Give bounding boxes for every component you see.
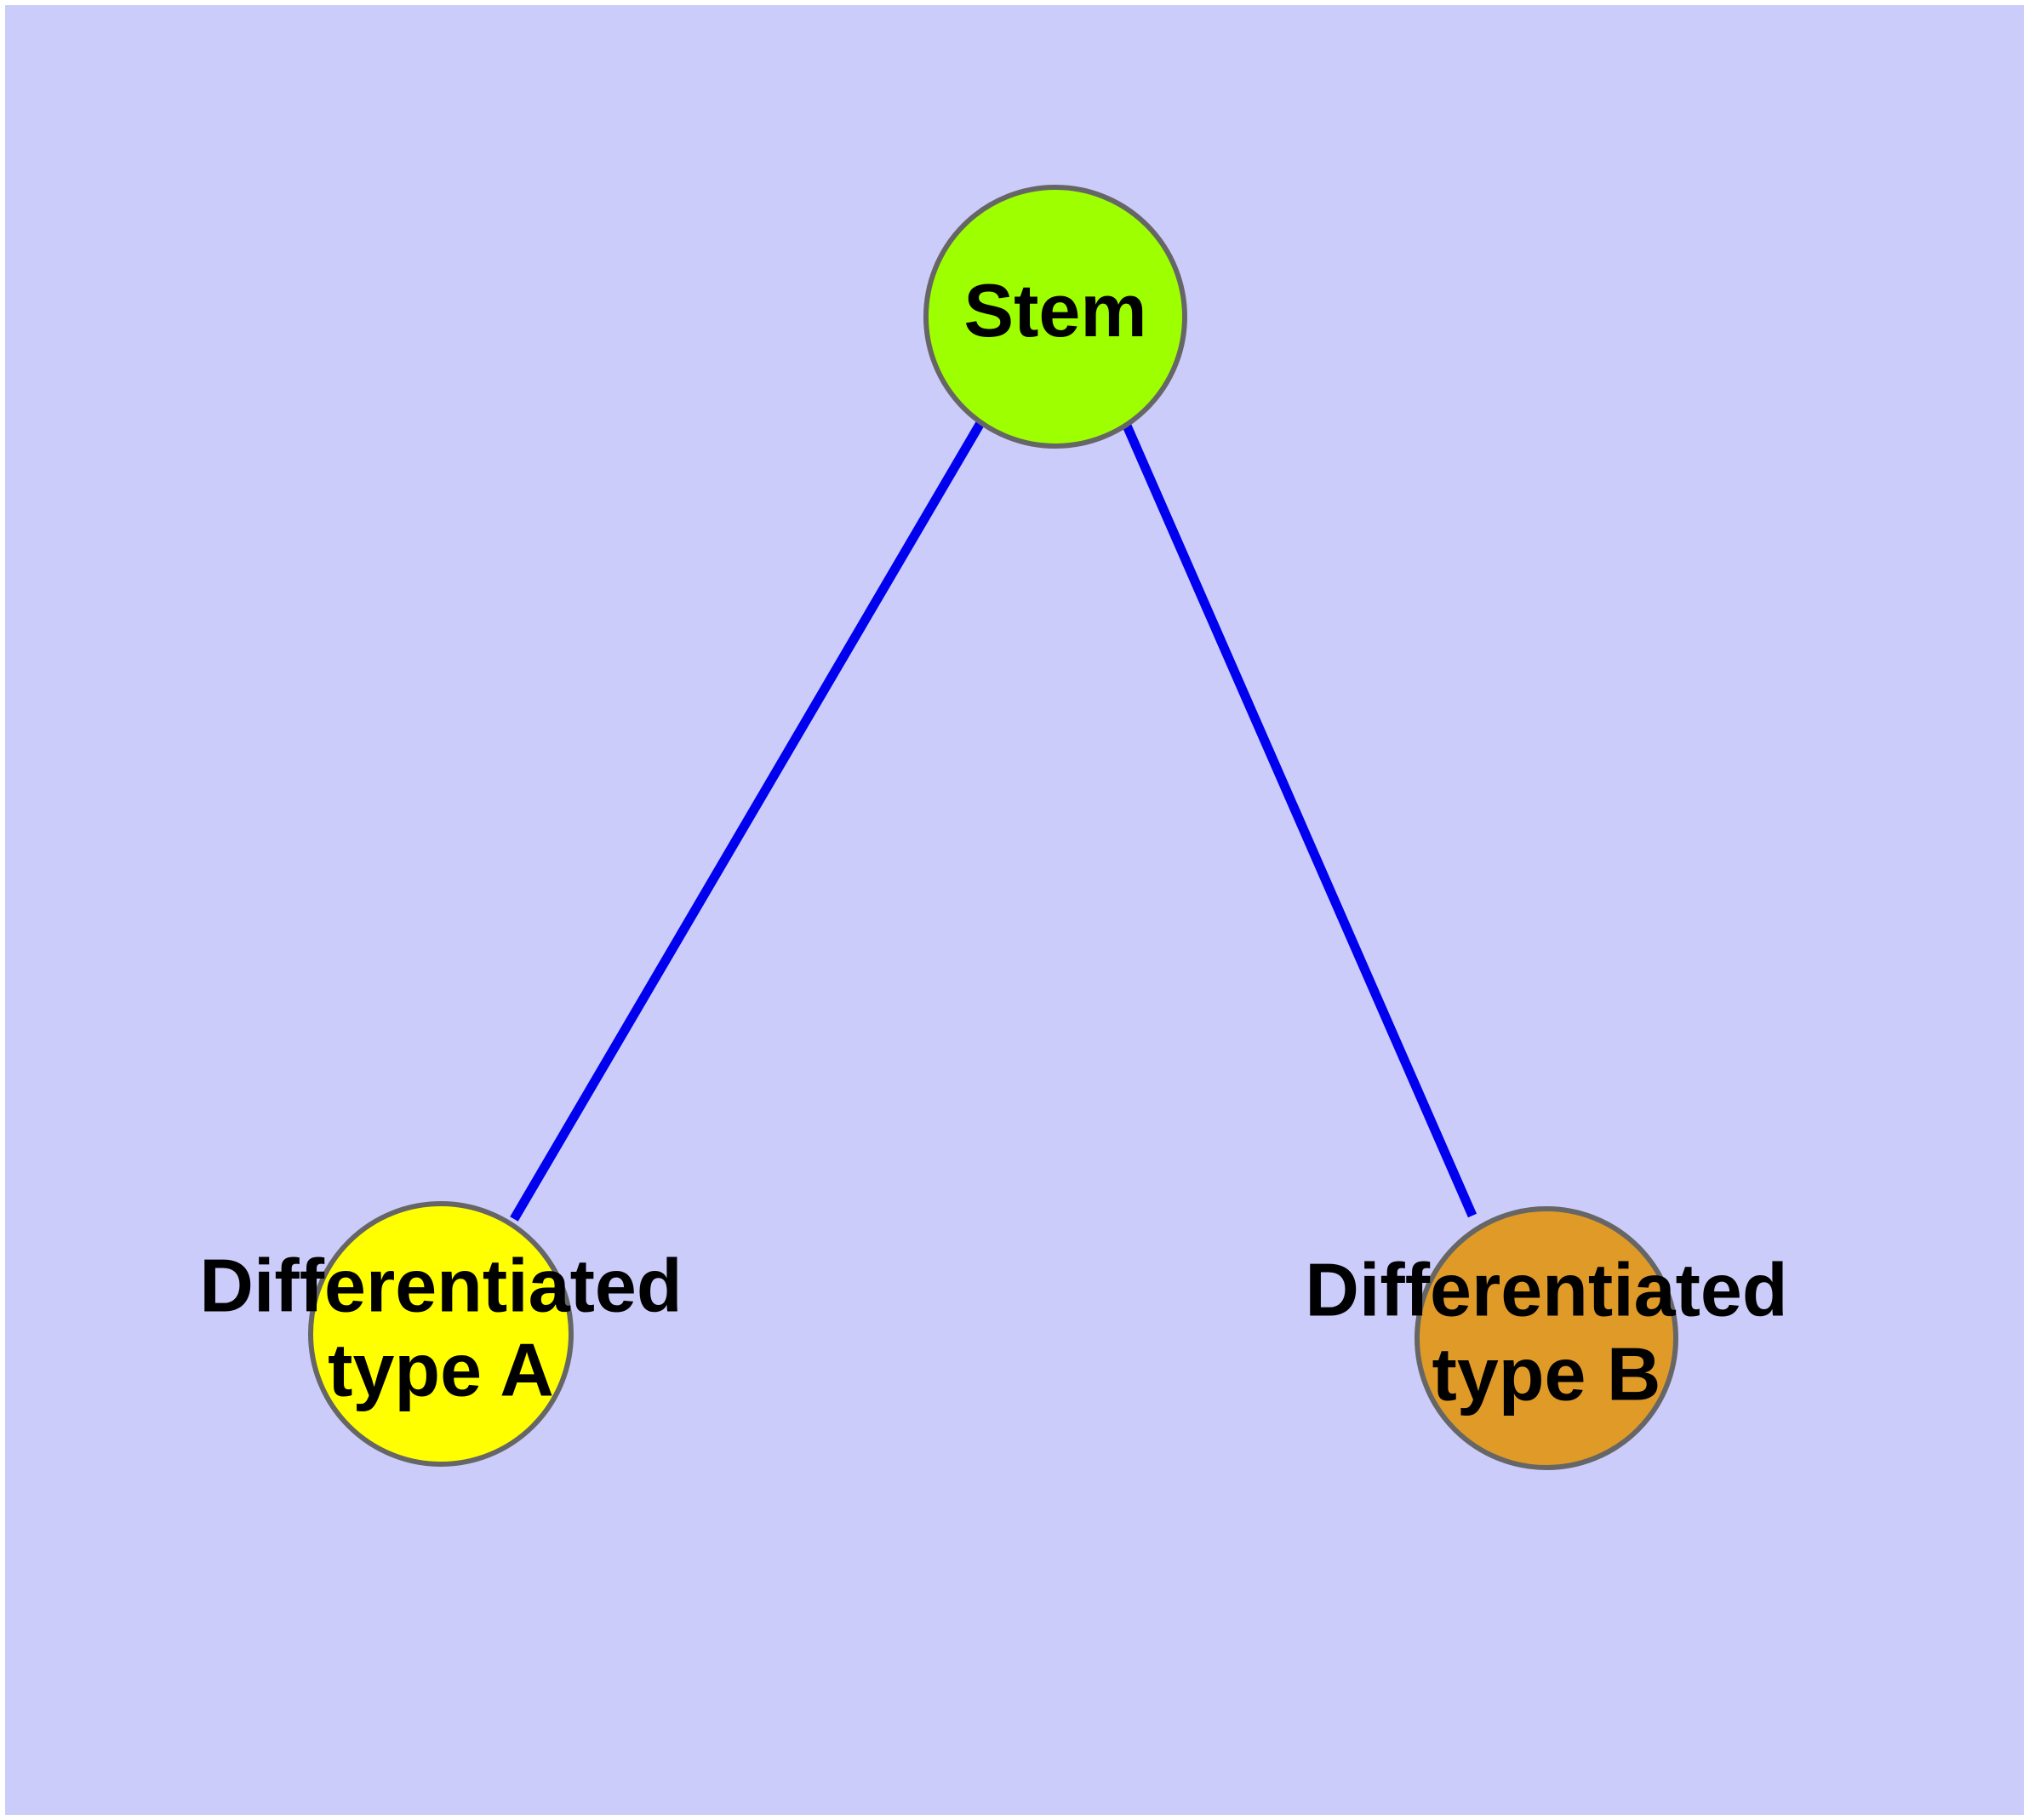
edge-stem-to-differentiated-type-a[interactable]	[510, 421, 985, 1222]
node-label-line: Differentiated	[1305, 1248, 1787, 1332]
edge-layer	[510, 421, 1477, 1222]
edge-stem-to-differentiated-type-b[interactable]	[1122, 423, 1477, 1218]
node-stem[interactable]	[923, 185, 1187, 449]
node-differentiated-type-b[interactable]	[1415, 1206, 1678, 1470]
node-label-stem: Stem	[963, 268, 1146, 352]
node-label-line: type A	[328, 1328, 554, 1412]
node-label-line: Differentiated	[199, 1244, 682, 1328]
node-differentiated-type-a[interactable]	[308, 1201, 574, 1467]
node-label-line: Stem	[963, 268, 1146, 352]
node-label-line: type B	[1432, 1332, 1661, 1417]
node-layer	[308, 185, 1678, 1470]
